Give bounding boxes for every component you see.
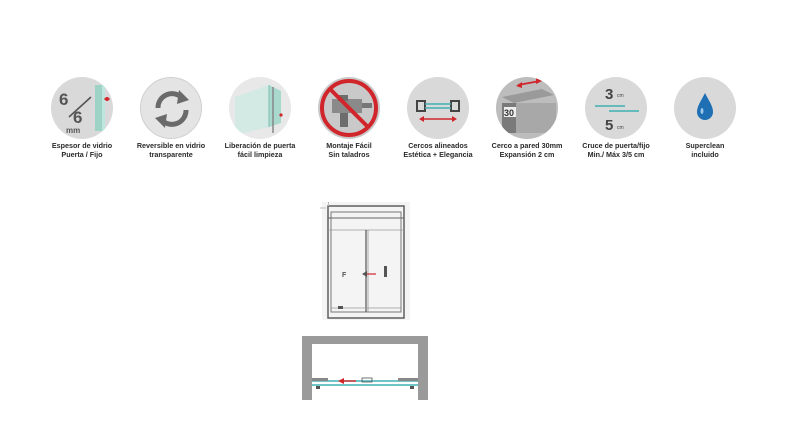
overlap-min-unit: cm: [617, 93, 624, 99]
reversible-arrows-icon: [140, 77, 202, 139]
overlap-min-value: 3: [605, 86, 613, 103]
overlap-max-value: 5: [605, 117, 613, 134]
glass-thickness-digit-top: 6: [59, 90, 68, 109]
front-view-drawing: F: [320, 202, 410, 320]
overlap-max-unit: cm: [617, 125, 624, 131]
door-release-icon: [229, 77, 291, 139]
glass-thickness-icon: 6 6 mm: [51, 77, 113, 139]
fixed-panel-label: F: [342, 272, 347, 279]
shower-door-diagram: F: [298, 200, 432, 400]
aligned-frames-icon: [407, 77, 469, 139]
glass-thickness-digit-bottom: 6: [73, 108, 82, 127]
glass-thickness-unit: mm: [66, 126, 80, 135]
no-drill-icon: [318, 77, 380, 139]
door-overlap-icon: 3 cm 5 cm: [585, 77, 647, 139]
water-drop-icon: [674, 77, 736, 139]
wall-profile-label: 30: [504, 108, 514, 118]
plan-view-drawing: [302, 336, 428, 400]
wall-profile-icon: 30: [496, 77, 558, 139]
